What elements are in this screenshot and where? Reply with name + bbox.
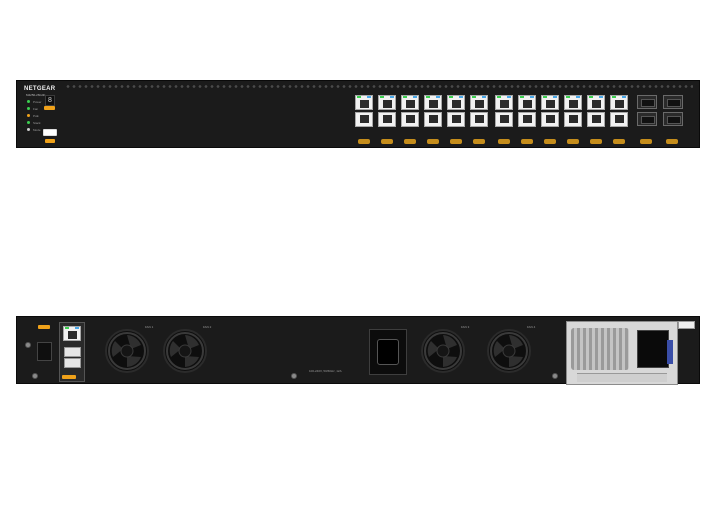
rj45-port[interactable] (447, 112, 465, 127)
fan-grille-icon (487, 329, 531, 373)
psu-fan-grille (571, 328, 629, 370)
port-number-label (666, 139, 678, 144)
sfp-port[interactable] (663, 95, 683, 109)
port-number-label (613, 139, 625, 144)
rj45-port[interactable] (470, 112, 488, 127)
status-led-mode (27, 128, 30, 131)
port-number-label (404, 139, 416, 144)
sfp-port[interactable] (637, 95, 657, 109)
orange-label-tag (38, 325, 50, 329)
status-led-label: Stack (33, 121, 41, 125)
rj45-port[interactable] (355, 112, 373, 127)
fan-label: FAN 3 (461, 325, 470, 329)
fan-grille-icon (163, 329, 207, 373)
front-vent (65, 84, 693, 89)
orange-label-tag (45, 139, 55, 143)
port-number-label (427, 139, 439, 144)
psu-handle[interactable] (577, 373, 667, 382)
rj45-port[interactable] (355, 95, 373, 110)
management-port-block (59, 322, 85, 382)
status-led-fan (27, 107, 30, 110)
rj45-port[interactable] (495, 112, 513, 127)
power-rating-label: 100-240V, 50/60Hz, 12A (309, 369, 342, 373)
orange-label-tag (44, 106, 55, 110)
rj45-port[interactable] (424, 95, 442, 110)
console-port[interactable] (37, 342, 52, 361)
sfp-port[interactable] (637, 112, 657, 126)
status-led-label: Mode (33, 128, 41, 132)
rj45-port[interactable] (610, 95, 628, 110)
rj45-port[interactable] (470, 95, 488, 110)
unit-id-display: 8 (45, 95, 55, 106)
status-led-label: Power (33, 100, 42, 104)
rj45-port[interactable] (378, 112, 396, 127)
screw-icon (552, 373, 558, 379)
rj45-port[interactable] (587, 95, 605, 110)
fan-grille-icon (105, 329, 149, 373)
fan-label: FAN 4 (527, 325, 536, 329)
ac-power-inlet[interactable] (369, 329, 407, 375)
rj45-port[interactable] (401, 95, 419, 110)
port-number-label (544, 139, 556, 144)
status-led-poe (27, 114, 30, 117)
status-led-power (27, 100, 30, 103)
brand-logo: NETGEAR (24, 86, 56, 92)
fan-grille-icon (421, 329, 465, 373)
port-number-label (640, 139, 652, 144)
screw-icon (32, 373, 38, 379)
usb-port[interactable] (64, 358, 81, 368)
reset-button[interactable] (43, 129, 57, 136)
model-label: M4250-26G4F (26, 93, 46, 97)
rj45-port[interactable] (495, 95, 513, 110)
psu-power-inlet[interactable] (637, 330, 669, 368)
ground-screw-icon (25, 342, 31, 348)
psu-release-latch[interactable] (667, 340, 673, 364)
rj45-port[interactable] (378, 95, 396, 110)
power-supply-module[interactable] (566, 321, 678, 385)
rj45-port[interactable] (541, 95, 559, 110)
rear-panel: FAN 1 FAN 2 FAN 3 FAN 4 100-240V, 50/60Hz, … (16, 316, 700, 385)
rj45-port[interactable] (424, 112, 442, 127)
fan-label: FAN 1 (145, 325, 154, 329)
port-number-label (450, 139, 462, 144)
port-number-label (381, 139, 393, 144)
rj45-port[interactable] (518, 112, 536, 127)
port-number-label (473, 139, 485, 144)
rj45-port[interactable] (401, 112, 419, 127)
fan-label: FAN 2 (203, 325, 212, 329)
rj45-port[interactable] (564, 112, 582, 127)
rj45-port[interactable] (541, 112, 559, 127)
port-number-label (358, 139, 370, 144)
status-led-label: PoE (33, 114, 39, 118)
screw-icon (291, 373, 297, 379)
rj45-port[interactable] (564, 95, 582, 110)
port-number-label (590, 139, 602, 144)
port-number-label (567, 139, 579, 144)
status-led-label: Fan (33, 107, 39, 111)
rj45-port[interactable] (587, 112, 605, 127)
port-number-label (498, 139, 510, 144)
rj45-port[interactable] (610, 112, 628, 127)
orange-label-tag (62, 375, 76, 379)
port-number-label (521, 139, 533, 144)
rj45-port[interactable] (518, 95, 536, 110)
status-led-stack (27, 121, 30, 124)
rj45-port[interactable] (447, 95, 465, 110)
management-ethernet-port[interactable] (63, 326, 81, 341)
psu-slot-label (678, 321, 695, 329)
usb-port[interactable] (64, 347, 81, 357)
sfp-port[interactable] (663, 112, 683, 126)
